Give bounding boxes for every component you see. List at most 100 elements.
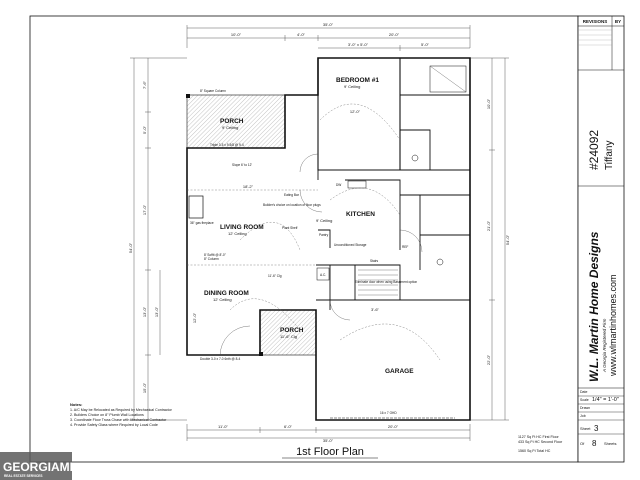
note-dw: DW xyxy=(336,183,341,187)
area-second-floor: 433 Sq Ft HC Second Floor xyxy=(518,440,563,444)
note-fireplace: 36" gas fireplace xyxy=(190,221,214,225)
sheet-border xyxy=(29,15,579,463)
dim-overall-left: 54'-0" xyxy=(128,242,133,253)
dim-top-a: 10'-0" xyxy=(231,32,242,37)
note-clg: 11'-6" Clg xyxy=(268,274,282,278)
plan-name: Tiffany xyxy=(604,141,615,170)
note-triple-beam: Triple 3-5 x 9-5/8 @ 9-4 xyxy=(210,143,244,147)
note-double-door: Double 3-0 x 7-0 6nth @ 8-4 xyxy=(200,357,240,361)
dim-bottom-a: 11'-0" xyxy=(218,424,228,429)
living-ceiling: 12' Ceiling xyxy=(228,231,247,236)
note-ref: REF xyxy=(402,245,408,249)
column-porch-left xyxy=(259,352,263,356)
porch-top-name: PORCH xyxy=(220,118,244,125)
bedroom-name: BEDROOM #1 xyxy=(336,77,379,84)
porch-bottom-ceiling: 11'-6" Clg xyxy=(280,334,297,339)
dim-top-d: 3'-0" x 5'-0" xyxy=(348,42,369,47)
bedroom-ceiling: 9' Ceiling xyxy=(344,84,360,89)
dim-left-b: 5'-0" xyxy=(142,125,147,134)
note-garage-door: 16 x 7 OHD xyxy=(380,411,397,415)
plan-title: 1st Floor Plan xyxy=(296,446,364,458)
title-block: REVISIONS BY #24092 Tiffany W.L. Martin … xyxy=(577,15,625,463)
living-width: 18'-2" xyxy=(243,184,254,189)
porch-bottom-name: PORCH xyxy=(280,327,304,334)
fireplace xyxy=(188,195,204,219)
dim-top-c: 20'-0" xyxy=(389,32,400,37)
ac-unit xyxy=(316,267,330,281)
garage-name: GARAGE xyxy=(385,368,414,375)
job-label: Job xyxy=(580,414,586,418)
note-builder-choice: Builder's choice on location of floor pl… xyxy=(263,203,321,207)
note-eliminate-door: Eliminate door when using Basement optio… xyxy=(355,280,417,284)
toilet-half-bath xyxy=(436,258,444,266)
of-value: 8 xyxy=(592,439,597,448)
note-column: 8" Column xyxy=(204,257,219,261)
dim-bottom-c: 20'-0" xyxy=(388,424,399,429)
firm-website: www.wlmartinhomes.com xyxy=(608,274,618,377)
note-stairs: Stairs xyxy=(370,259,379,263)
drawn-label: Drawn xyxy=(580,406,590,410)
sheets-label: Sheets xyxy=(604,441,616,446)
stair-treads xyxy=(358,269,398,296)
georgia-mls-watermark: GEORGIAMLS REAL ESTATE SERVICES xyxy=(0,452,85,480)
building-walls xyxy=(186,57,471,421)
firm-subtitle: A Georgia Registered Firm xyxy=(602,318,607,373)
porch-bottom-floor xyxy=(259,309,317,356)
plan-annotations: 8" Square Column Triple 3-5 x 9-5/8 @ 9-… xyxy=(190,89,417,415)
by-label: BY xyxy=(615,19,621,24)
garage-depth: 3'-6" xyxy=(371,307,380,312)
area-total: 1560 Sq Ft Total HC xyxy=(518,449,551,453)
scale-value: 1/4" = 1'-0" xyxy=(592,397,619,403)
watermark-line1: GEORGIAMLS xyxy=(3,460,85,474)
note-eating-bar: Eating Bar xyxy=(284,193,300,197)
dining-height: 12'-0" xyxy=(192,312,197,323)
note-plant-shelf: Plant Shelf xyxy=(282,226,298,230)
room-labels: PORCH 9' Ceiling BEDROOM #1 9' Ceiling 1… xyxy=(192,77,414,375)
dim-top-b: 4'-0" xyxy=(297,32,306,37)
dim-right-a: 10'-0" xyxy=(486,98,491,109)
note-square-column: 8" Square Column xyxy=(200,89,226,93)
dim-left-c: 17'-0" xyxy=(142,204,147,215)
porch-top-ceiling: 9' Ceiling xyxy=(222,125,238,130)
note-soffit: 8' Soffit @ 8'-0" xyxy=(204,253,226,257)
kitchen-ceiling: 9' Ceiling xyxy=(316,218,332,223)
revisions-label: REVISIONS xyxy=(583,19,608,24)
dim-right-b: 21'-0" xyxy=(486,220,491,231)
column-top-left xyxy=(186,94,190,98)
dim-overall-top: 35'-0" xyxy=(323,22,334,27)
watermark-line2: REAL ESTATE SERVICES xyxy=(4,474,43,478)
general-notes: Notes: 1. A/C May be Relocated as Requir… xyxy=(70,402,173,427)
note-unconditioned-storage: Unconditioned Storage xyxy=(334,243,367,247)
area-summary: 1127 Sq Ft HC First Floor 433 Sq Ft HC S… xyxy=(518,435,563,453)
note-item-1: 1. A/C May be Relocated as Required by M… xyxy=(70,408,173,412)
note-item-3: 3. Coordinate Floor Truss Chase with Mec… xyxy=(70,418,167,422)
scale-label: Scale xyxy=(580,398,589,402)
dim-overall-bottom: 35'-0" xyxy=(323,438,334,443)
dining-name: DINING ROOM xyxy=(204,290,249,297)
of-label: Of xyxy=(580,441,585,446)
note-item-2: 2. Builders Choice on 8" Plumb Wall Loca… xyxy=(70,413,144,417)
shower xyxy=(429,65,467,93)
dim-top-e: 5'-0" xyxy=(421,42,430,47)
note-slope: Slope 6' to 12' xyxy=(232,163,252,167)
living-name: LIVING ROOM xyxy=(220,224,264,231)
date-label: Date xyxy=(580,390,587,394)
dim-left-e: 13'-0" xyxy=(154,306,159,317)
note-item-4: 4. Provide Safety Glass where Required b… xyxy=(70,423,158,427)
dim-left-a: 7'-6" xyxy=(142,80,147,89)
dim-bottom-b: 6'-0" xyxy=(284,424,293,429)
note-ac: A.C. xyxy=(320,273,326,277)
porch-top-floor xyxy=(186,94,286,149)
notes-heading: Notes: xyxy=(70,402,82,407)
dim-overall-right: 54'-0" xyxy=(505,234,510,245)
sheet-value: 3 xyxy=(594,424,599,433)
toilet-bedroom-bath xyxy=(411,154,419,162)
plan-number: #24092 xyxy=(587,130,601,170)
dim-left-d: 13'-0" xyxy=(142,306,147,317)
note-pantry: Pantry xyxy=(319,233,329,237)
area-first-floor: 1127 Sq Ft HC First Floor xyxy=(518,435,559,439)
sheet-label: Sheet xyxy=(580,426,591,431)
bedroom-width: 12'-0" xyxy=(350,109,361,114)
dimension-lines: 35'-0" 10'-0" 4'-0" 20'-0" 3'-0" x 5'-0"… xyxy=(128,22,510,443)
kitchen-name: KITCHEN xyxy=(346,211,375,218)
